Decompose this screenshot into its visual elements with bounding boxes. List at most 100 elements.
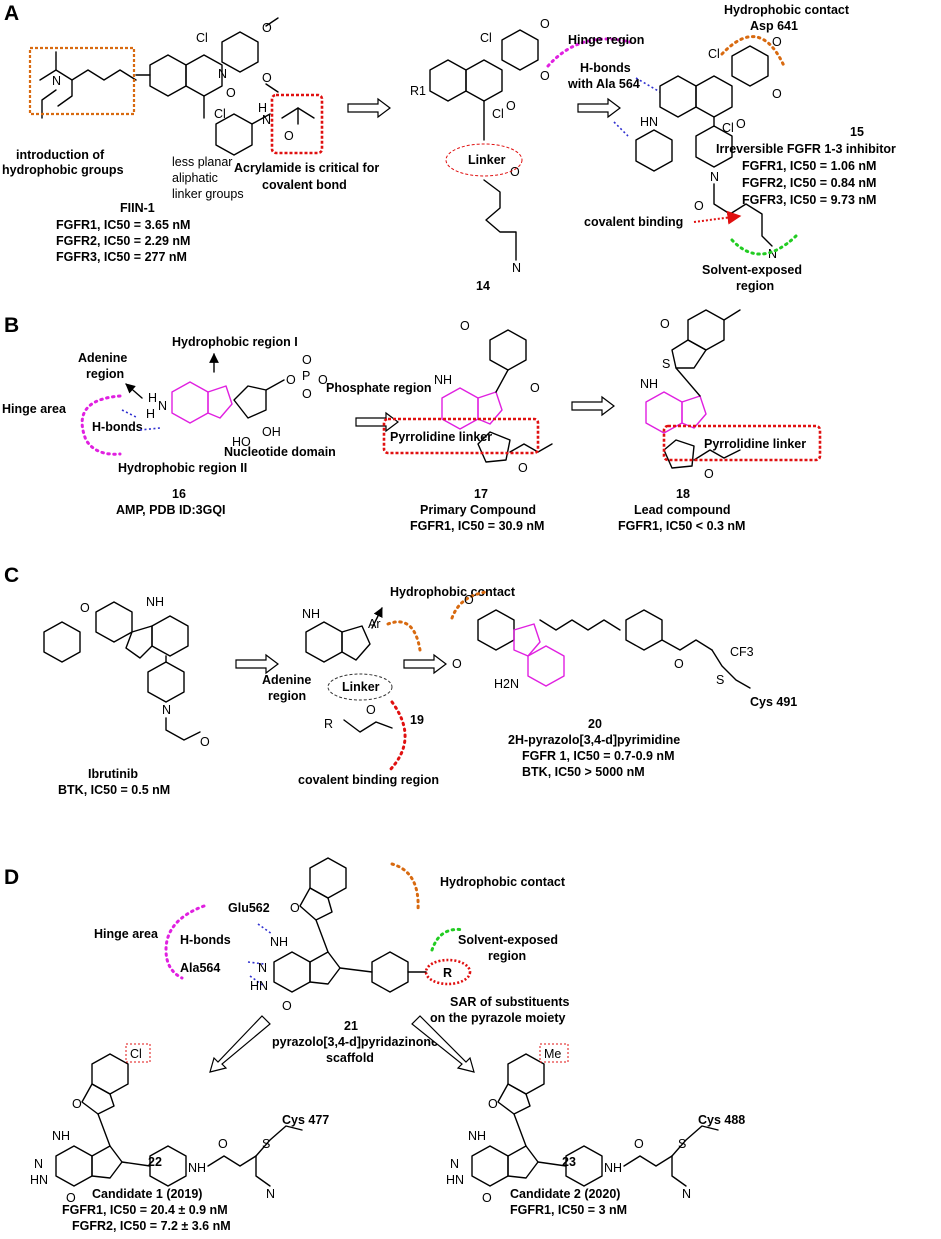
svg-text:HN: HN	[250, 979, 268, 993]
arrow-ibrutinib-to-19	[235, 653, 279, 675]
compound-21-structure: O NH N HN O	[250, 857, 427, 1013]
svg-text:O: O	[510, 165, 520, 179]
arrow-14-to-15	[577, 97, 621, 119]
c20-piperazine	[625, 609, 663, 651]
svg-text:O: O	[694, 199, 704, 213]
fiin1-ic50-fgfr1: FGFR1, IC50 = 3.65 nM	[56, 218, 190, 232]
compound-14-number: 14	[476, 279, 490, 293]
compound-19-number: 19	[410, 713, 424, 727]
c-hydrophobic-label: Hydrophobic contact	[390, 585, 516, 599]
ibrutinib-ic50: BTK, IC50 = 0.5 nM	[58, 783, 170, 797]
svg-text:N: N	[262, 113, 271, 127]
svg-text:N: N	[450, 1157, 459, 1171]
c19-covalent-arc	[386, 700, 407, 774]
svg-text:H: H	[148, 391, 157, 405]
c15-solvent-label-1: Solvent-exposed	[702, 263, 802, 277]
fiin1-linker-label-2: aliphatic	[172, 171, 218, 185]
svg-text:O: O	[674, 657, 684, 671]
c19-hydrophobic-arc	[386, 620, 422, 652]
svg-text:NH: NH	[434, 373, 452, 387]
svg-text:O: O	[460, 319, 470, 333]
svg-text:O: O	[226, 86, 236, 100]
ibrutinib-structure: O NH N O	[43, 595, 210, 749]
svg-text:Cl: Cl	[708, 47, 720, 61]
svg-text:O: O	[262, 71, 272, 85]
c19-linker-label: Linker	[342, 680, 380, 694]
c17-linker-box	[382, 417, 540, 455]
svg-text:S: S	[262, 1137, 270, 1151]
c19-adenine-label-2: region	[268, 689, 306, 703]
fiin1-hydrophobic-label-2: hydrophobic groups	[2, 163, 124, 177]
panel-a-letter: A	[4, 2, 19, 25]
svg-text:O: O	[634, 1137, 644, 1151]
d-ala-label: Ala564	[180, 961, 220, 975]
compound-23-structure: O NH N HN O NH O N S	[446, 1053, 719, 1205]
compound-22-ic50-fgfr1: FGFR1, IC50 = 20.4 ± 0.9 nM	[62, 1203, 228, 1217]
panel-d: D Hydrophobic contact Hinge area Glu562 …	[4, 857, 745, 1233]
svg-text:N: N	[158, 399, 167, 413]
compound-16-description: AMP, PDB ID:3GQI	[116, 503, 226, 517]
svg-text:O: O	[464, 593, 474, 607]
svg-text:Ar: Ar	[368, 617, 381, 631]
compound-21-r-label: R	[443, 966, 452, 980]
svg-text:H2N: H2N	[494, 677, 519, 691]
compound-14-structure: R1 Cl Cl O O O O N	[410, 17, 550, 275]
arrow-21-to-23	[411, 1015, 475, 1073]
svg-text:O: O	[262, 21, 272, 35]
arrow-21-to-22	[209, 1015, 271, 1073]
compound-14-linker-ellipse	[445, 143, 523, 177]
svg-text:Cl: Cl	[214, 107, 226, 121]
svg-text:N: N	[768, 247, 777, 261]
b-hbonds-label: H-bonds	[92, 420, 143, 434]
compound-22-description: Candidate 1 (2019)	[92, 1187, 202, 1201]
c20-cys-label: Cys 491	[750, 695, 797, 709]
svg-text:S: S	[716, 673, 724, 687]
svg-text:N: N	[266, 1187, 275, 1201]
d-solvent-label-2: region	[488, 949, 526, 963]
svg-text:NH: NH	[604, 1161, 622, 1175]
ibrutinib-name: Ibrutinib	[88, 767, 138, 781]
compound-20-ic50-fgfr1: FGFR 1, IC50 = 0.7-0.9 nM	[522, 749, 674, 763]
c17-linker-label: Pyrrolidine linker	[390, 430, 492, 444]
compound-23-description: Candidate 2 (2020)	[510, 1187, 620, 1201]
svg-text:O: O	[282, 999, 292, 1013]
fiin1-ic50-fgfr2: FGFR2, IC50 = 2.29 nM	[56, 234, 190, 248]
svg-text:O: O	[290, 901, 300, 915]
svg-text:N: N	[162, 703, 171, 717]
c18-linker-label: Pyrrolidine linker	[704, 437, 806, 451]
svg-text:O: O	[66, 1191, 76, 1205]
compound-17-ic50: FGFR1, IC50 = 30.9 nM	[410, 519, 544, 533]
b-hydrophobic-region-2: Hydrophobic region II	[118, 461, 247, 475]
svg-text:O: O	[286, 373, 296, 387]
fiin1-linker-label-1: less planar	[172, 155, 232, 169]
svg-text:O: O	[72, 1097, 82, 1111]
svg-text:Cl: Cl	[196, 31, 208, 45]
svg-text:O: O	[518, 461, 528, 475]
svg-text:H: H	[146, 407, 155, 421]
svg-text:O: O	[452, 657, 462, 671]
compound-20-ic50-btk: BTK, IC50 > 5000 nM	[522, 765, 645, 779]
svg-text:N: N	[34, 1157, 43, 1171]
svg-text:NH: NH	[302, 607, 320, 621]
fiin1-structure: N N O Cl Cl O O H N O	[39, 17, 315, 156]
compound-21-description-1: pyrazolo[3,4-d]pyridazinone	[272, 1035, 438, 1049]
fiin1-urea-ring	[185, 54, 223, 97]
d-hydrophobic-arc	[390, 862, 420, 912]
svg-text:O: O	[772, 87, 782, 101]
compound-17-number: 17	[474, 487, 488, 501]
c23-cys-label: Cys 488	[698, 1113, 745, 1127]
compound-17-structure: O O NH O	[434, 319, 553, 475]
compound-18-description: Lead compound	[634, 503, 731, 517]
d-hydrophobic-label: Hydrophobic contact	[440, 875, 566, 889]
c20-cf3-label: CF3	[730, 645, 754, 659]
svg-text:N: N	[682, 1187, 691, 1201]
c15-solvent-arc	[730, 234, 798, 256]
compound-22-structure: O NH N HN O NH O N S	[30, 1053, 303, 1205]
svg-text:O: O	[704, 467, 714, 481]
c15-hinge-arc	[546, 37, 632, 68]
svg-text:O: O	[218, 1137, 228, 1151]
svg-text:S: S	[662, 357, 670, 371]
svg-text:O: O	[302, 387, 312, 401]
c18-linker-box	[662, 424, 822, 462]
